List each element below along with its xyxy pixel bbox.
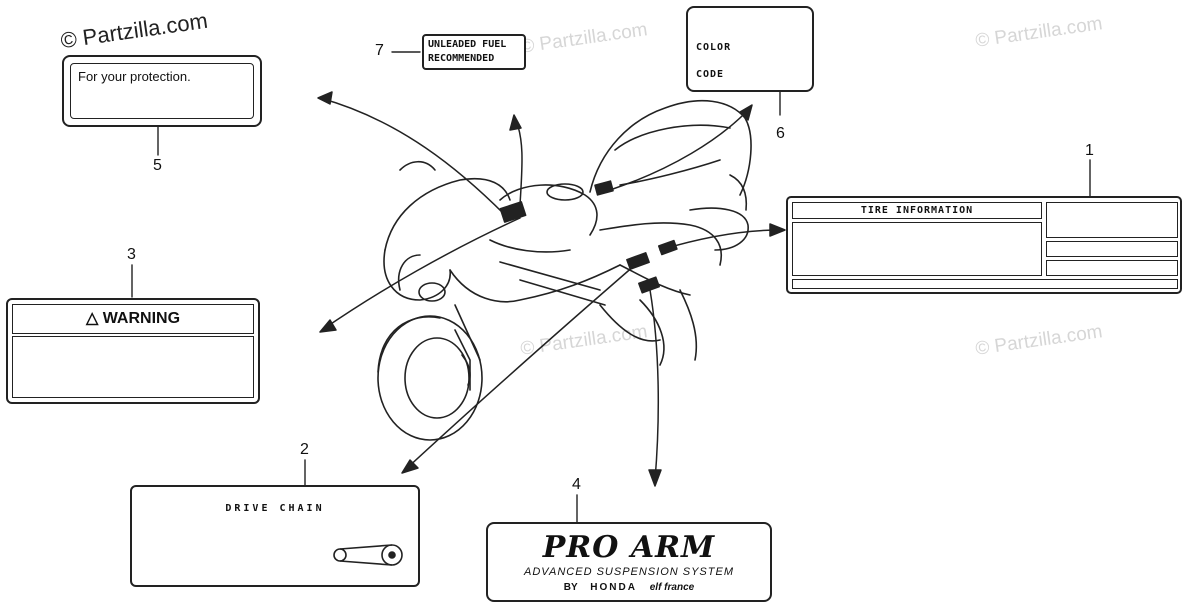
label-warning: △ WARNING [6,298,260,404]
tire-info-body [792,222,1042,276]
unleaded-line2: RECOMMENDED [428,53,495,64]
label-tire-information: TIRE INFORMATION [786,196,1182,294]
color-text: COLOR [696,42,732,53]
callout-number-3: 3 [127,246,136,263]
callout-stems [131,51,1091,523]
pro-arm-logo: PRO ARM [542,530,716,565]
tire-info-cell [1046,260,1178,276]
pro-arm-by-line: BY HONDA elf france [488,582,770,593]
callout-number-1: 1 [1085,142,1094,159]
label-pro-arm: PRO ARM ADVANCED SUSPENSION SYSTEM BY HO… [486,522,772,602]
label-unleaded-fuel: UNLEADED FUEL RECOMMENDED [422,34,526,70]
elf-logo: elf france [649,582,695,593]
label-inner [70,63,254,119]
code-text: CODE [696,69,725,80]
callout-number-7: 7 [375,42,384,59]
warning-header: △ WARNING [12,304,254,334]
chain-sprocket-icon [333,544,403,566]
tire-info-strip [792,279,1178,289]
unleaded-line1: UNLEADED FUEL [428,39,507,50]
motorcycle-outline [377,99,752,441]
leader-arrows [317,91,786,487]
tire-info-cell [1046,241,1178,257]
honda-logo: HONDA [590,582,637,593]
callout-number-2: 2 [300,441,309,458]
warning-title: △ WARNING [85,310,181,327]
warning-body [12,336,254,398]
label-drive-chain: DRIVE CHAIN [130,485,420,587]
pro-arm-subtitle: ADVANCED SUSPENSION SYSTEM [524,566,734,578]
tire-info-header: TIRE INFORMATION [792,202,1042,219]
drive-chain-title: DRIVE CHAIN [225,503,325,514]
tire-info-cell [1046,202,1178,238]
label-for-your-protection: For your protection. [62,55,262,127]
callout-number-6: 6 [776,125,785,142]
pro-arm-by: BY [563,582,578,593]
callout-number-5: 5 [153,157,162,174]
protection-text: For your protection. [78,69,191,84]
label-color-code: COLOR CODE [686,6,814,92]
callout-number-4: 4 [572,476,581,493]
